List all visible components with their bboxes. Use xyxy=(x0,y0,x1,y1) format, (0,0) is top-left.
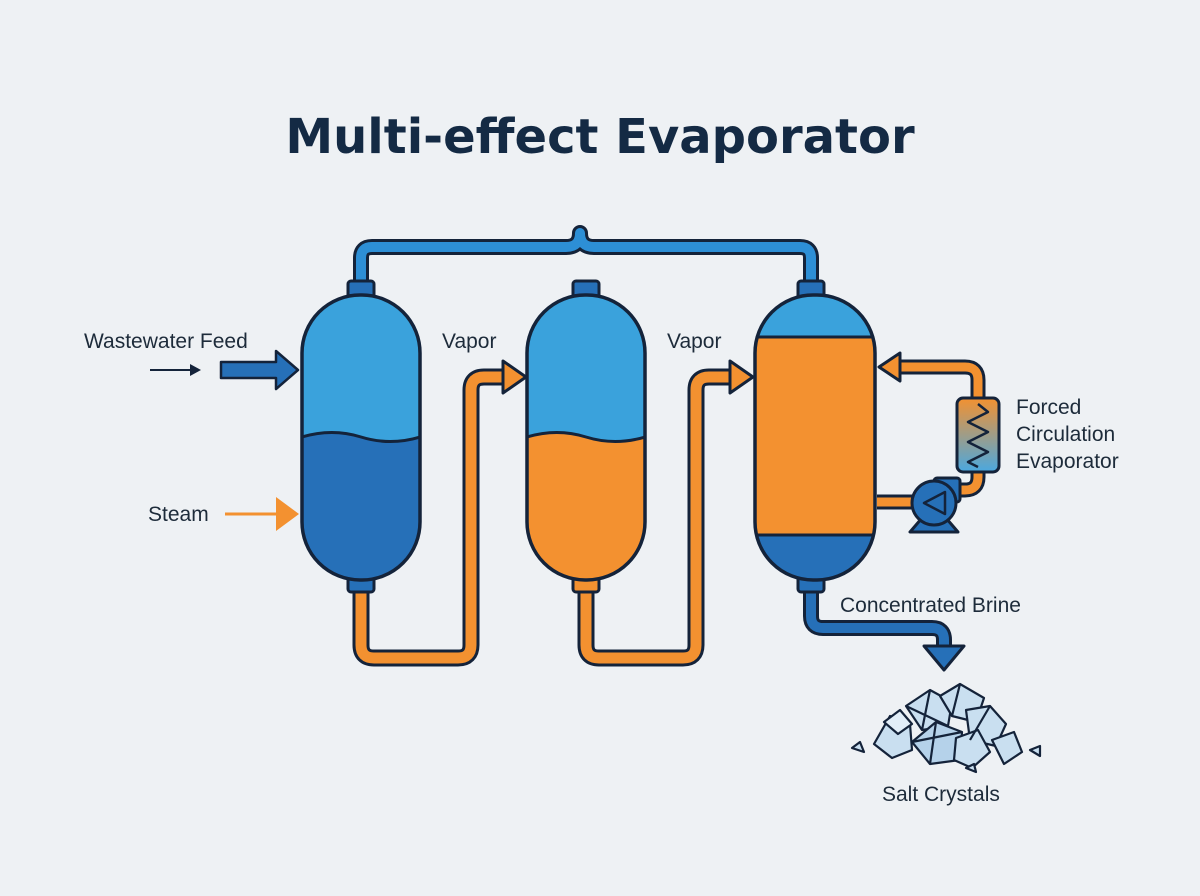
label-vapor-1: Vapor xyxy=(442,330,496,353)
circulation-return-arrowhead xyxy=(877,351,902,383)
label-forced-line3: Evaporator xyxy=(1016,450,1119,473)
transfer-pipe-1 xyxy=(352,359,528,667)
page-title: Multi-effect Evaporator xyxy=(285,109,915,165)
transfer-pipe-2 xyxy=(577,359,755,667)
transfer-pipe-2-arrowhead xyxy=(728,359,755,395)
label-forced-line1: Forced xyxy=(1016,396,1081,419)
label-concentrated-brine: Concentrated Brine xyxy=(840,594,1021,617)
evaporator-vessel-2 xyxy=(525,279,647,594)
vapor-header-pipe xyxy=(353,225,819,300)
brine-outlet-arrowhead xyxy=(922,644,966,672)
circulation-loop xyxy=(877,351,986,510)
label-salt-crystals: Salt Crystals xyxy=(882,783,1000,806)
steam-arrow xyxy=(225,497,299,531)
label-steam: Steam xyxy=(148,503,209,526)
label-forced-line2: Circulation xyxy=(1016,423,1115,446)
heat-exchanger-icon xyxy=(955,396,1001,474)
evaporator-vessel-3 xyxy=(753,279,877,594)
label-wastewater-feed: Wastewater Feed xyxy=(84,330,248,353)
brine-outlet-pipe xyxy=(803,590,966,672)
evaporator-vessel-1 xyxy=(300,279,422,594)
pump-icon xyxy=(908,476,962,534)
label-vapor-2: Vapor xyxy=(667,330,721,353)
wastewater-feed-arrow xyxy=(150,349,300,391)
salt-crystals-icon xyxy=(850,682,1042,774)
transfer-pipe-1-arrowhead xyxy=(501,359,528,395)
